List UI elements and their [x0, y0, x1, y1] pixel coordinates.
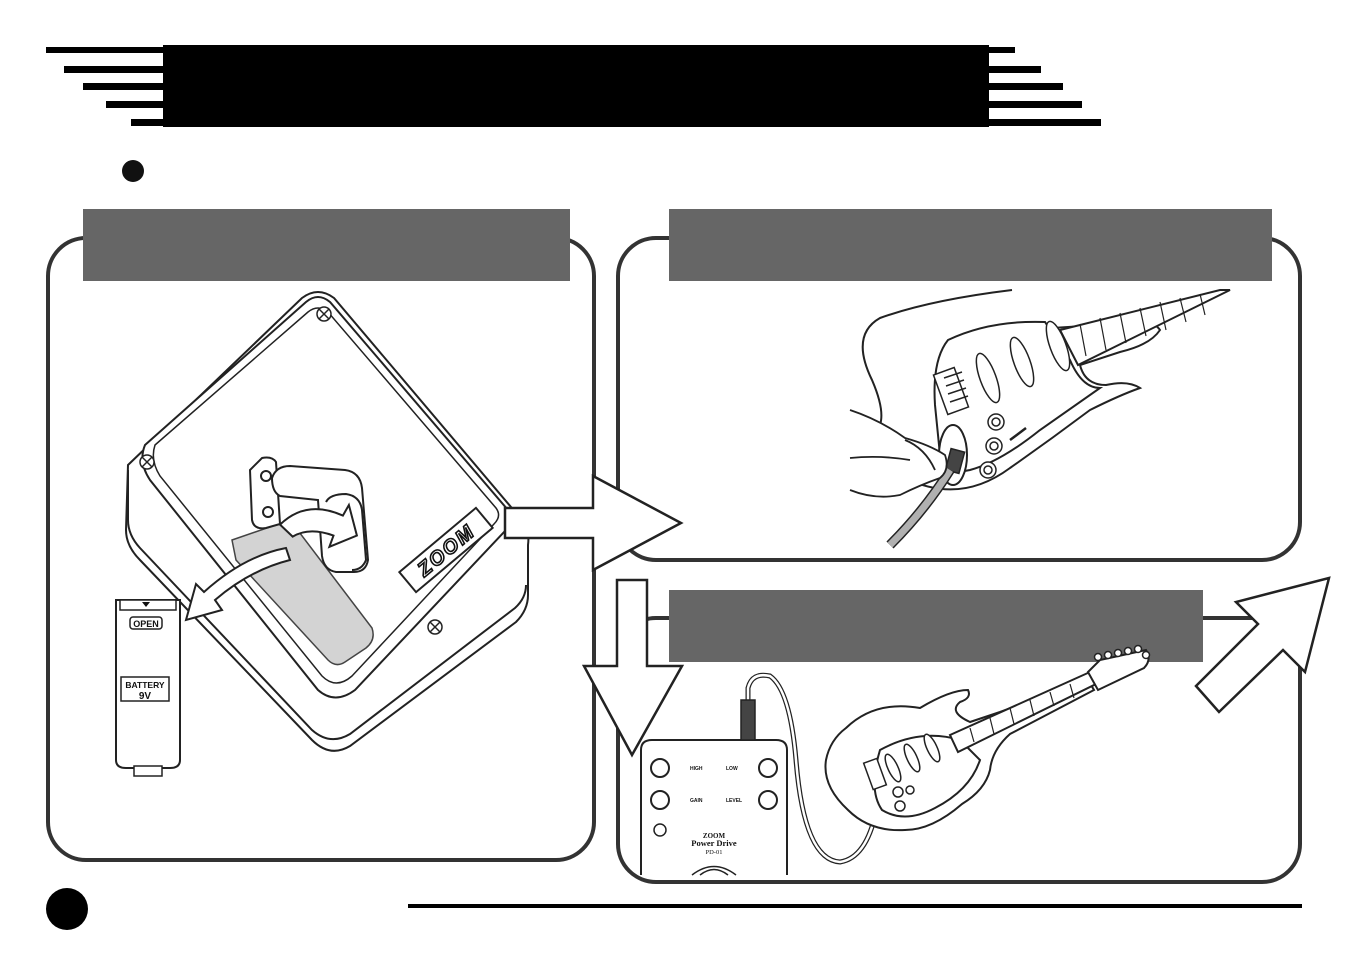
pedal-knob [650, 758, 778, 810]
pedal-model: Power Drive [691, 838, 737, 848]
guitar-neck [1058, 289, 1231, 367]
arrow-right-icon [503, 473, 684, 573]
guitar-pickup [975, 320, 1071, 404]
pedal-brand: ZOOM [703, 832, 726, 840]
battery-cover-open-label: OPEN [133, 619, 159, 629]
panel-guitar-plug-title-bar [669, 209, 1272, 281]
guitar-tuning-peg [1093, 644, 1151, 662]
hand-icon [849, 409, 948, 498]
page-number-dot [46, 888, 88, 930]
curved-arrow-icon [278, 502, 359, 549]
guitar-bridge [932, 366, 970, 416]
battery-cover-battery-label: BATTERY [125, 680, 165, 690]
panel-connection-title-bar [669, 590, 1203, 662]
section-bullet [122, 160, 144, 182]
arrow-up-right-icon [1194, 576, 1331, 714]
guitar-pickup [884, 733, 941, 783]
pedal-knob-gain-label: GAIN [690, 798, 703, 804]
curved-arrow-icon [184, 546, 292, 622]
arrow-down-icon [581, 578, 685, 758]
battery-cover: OPEN BATTERY 9V [115, 599, 181, 777]
pedal-knob-level-label: LEVEL [726, 798, 742, 804]
pedal-knob-high-label: HIGH [690, 766, 703, 772]
footer-rule [408, 904, 1302, 908]
pedal-knob-low-label: LOW [726, 766, 738, 772]
pedal-led [653, 823, 667, 837]
battery-cover-voltage-label: 9V [139, 691, 152, 702]
electric-guitar [824, 648, 1150, 832]
power-drive-pedal: HIGH LOW GAIN LEVEL ZOOM Power Drive PD-… [640, 739, 788, 876]
guitar-knob [979, 413, 1027, 479]
guitar-knob [892, 785, 915, 812]
cable-plug [740, 699, 756, 741]
pedal-model-code: PD-01 [706, 849, 723, 856]
header-black-block [163, 45, 989, 127]
guitar-bridge [862, 757, 888, 791]
screw-icon [139, 306, 443, 635]
panel-battery-title-bar [83, 209, 570, 281]
